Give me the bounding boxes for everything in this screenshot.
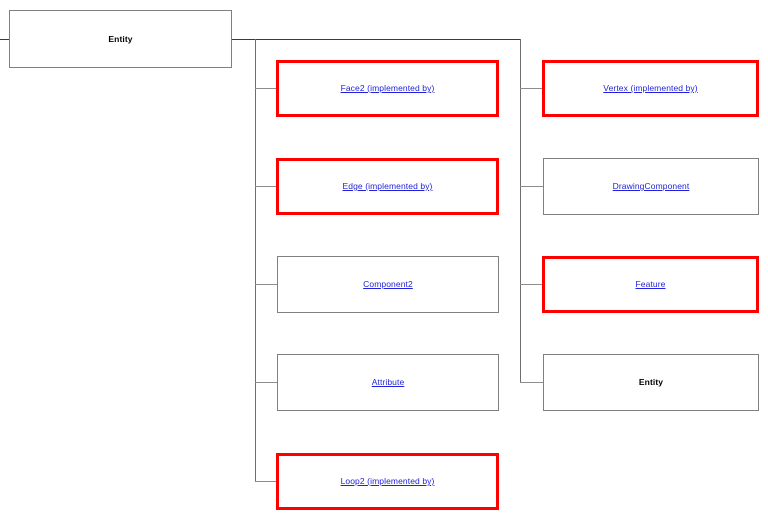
- connector-branch-attribute: [255, 382, 278, 383]
- node-component2[interactable]: Component2: [277, 256, 499, 313]
- connector-branch-loop2: [255, 481, 277, 482]
- node-vertex[interactable]: Vertex (implemented by): [542, 60, 759, 117]
- node-label[interactable]: Component2: [363, 279, 413, 289]
- connector-branch-entity-leaf: [520, 382, 543, 383]
- connector-root-inbound-stub: [0, 39, 10, 40]
- connector-branch-vertex: [520, 88, 542, 89]
- node-label[interactable]: Face2 (implemented by): [340, 83, 435, 93]
- node-entity-leaf[interactable]: Entity: [543, 354, 759, 411]
- node-label[interactable]: Edge (implemented by): [342, 181, 433, 191]
- node-drawingcomponent[interactable]: DrawingComponent: [543, 158, 759, 215]
- node-label[interactable]: DrawingComponent: [612, 181, 690, 191]
- node-face2[interactable]: Face2 (implemented by): [276, 60, 499, 117]
- connector-branch-drawingcomponent: [520, 186, 543, 187]
- node-label[interactable]: Feature: [635, 279, 666, 289]
- node-edge[interactable]: Edge (implemented by): [276, 158, 499, 215]
- node-label[interactable]: Vertex (implemented by): [603, 83, 698, 93]
- connector-root-outbound-horizontal: [232, 39, 521, 40]
- node-label: Entity: [108, 33, 133, 44]
- connector-trunk-column-one: [255, 39, 256, 482]
- node-loop2[interactable]: Loop2 (implemented by): [276, 453, 499, 510]
- node-label[interactable]: Attribute: [371, 377, 405, 387]
- connector-branch-edge: [255, 186, 277, 187]
- connector-trunk-column-two: [520, 39, 521, 383]
- node-label: Entity: [638, 377, 664, 387]
- node-attribute[interactable]: Attribute: [277, 354, 499, 411]
- connector-branch-component2: [255, 284, 278, 285]
- connector-branch-face2: [255, 88, 277, 89]
- node-label[interactable]: Loop2 (implemented by): [340, 476, 435, 486]
- connector-branch-feature: [520, 284, 542, 285]
- node-root-entity[interactable]: Entity: [9, 10, 232, 68]
- node-feature[interactable]: Feature: [542, 256, 759, 313]
